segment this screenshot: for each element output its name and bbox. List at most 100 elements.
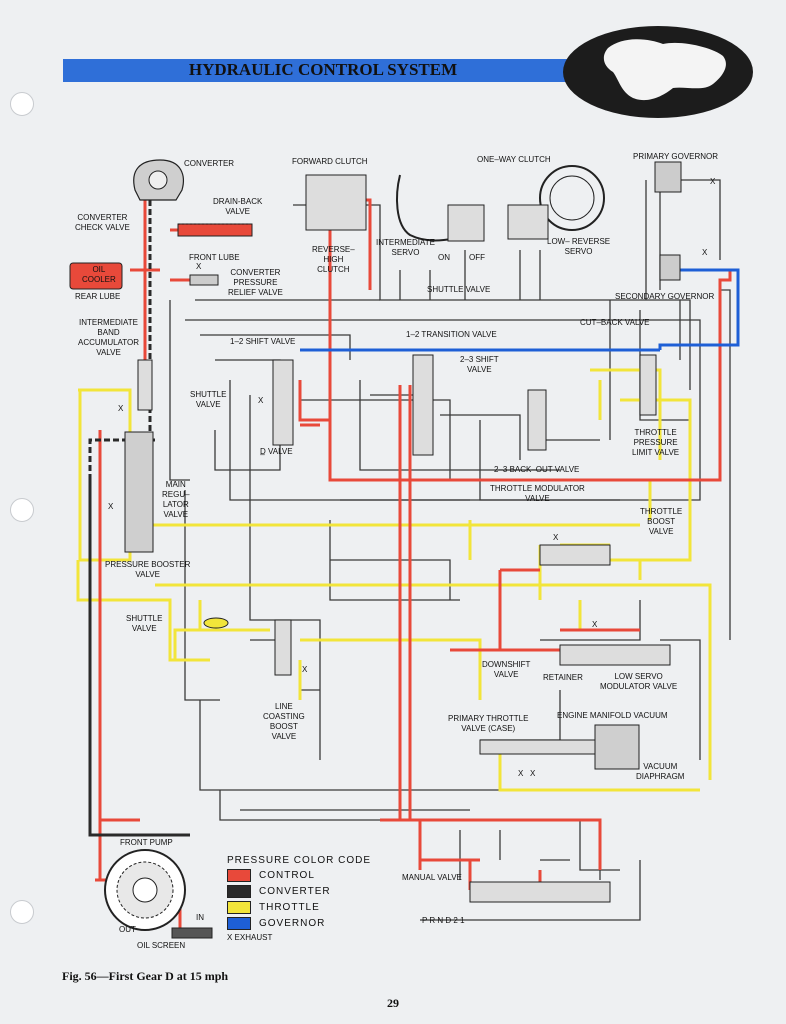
transmission-silhouette-icon [603, 39, 726, 101]
binder-hole-bottom [10, 900, 34, 924]
exhaust-marker: X [108, 502, 114, 511]
label-accumulator-valve: INTERMEDIATE BAND ACCUMULATOR VALVE [78, 318, 140, 357]
binder-hole-top [10, 92, 34, 116]
label-pump-in: IN [196, 913, 204, 922]
header-bar: HYDRAULIC CONTROL SYSTEM [63, 59, 583, 82]
label-primary-throttle-valve: PRIMARY THROTTLE VALVE (CASE) [448, 714, 529, 733]
label-throttle-pressure-limit: THROTTLE PRESSURE LIMIT VALVE [632, 428, 680, 457]
exhaust-marker: X [592, 620, 598, 629]
label-forward-clutch: FORWARD CLUTCH [292, 157, 368, 166]
exhaust-marker: X [530, 769, 536, 778]
label-line-coasting-boost: LINE COASTING BOOST VALVE [263, 702, 305, 741]
forward-clutch-pack [305, 174, 367, 231]
page-number: 29 [387, 996, 399, 1010]
shuttle-valve-low-body [203, 617, 229, 629]
transmission-emblem [563, 26, 753, 118]
label-primary-governor: PRIMARY GOVERNOR [633, 152, 719, 161]
converter-component [133, 159, 184, 201]
legend-item-control: CONTROL [227, 869, 371, 882]
label-shuttle-valve-left: SHUTTLE VALVE [190, 390, 227, 409]
legend-label: CONTROL [259, 870, 315, 881]
exhaust-marker: X [518, 769, 524, 778]
exhaust-marker: X [702, 248, 708, 257]
exhaust-marker: X [302, 665, 308, 674]
pressure-relief-valve-body [189, 274, 219, 286]
label-cut-back-valve: CUT–BACK VALVE [580, 318, 650, 327]
primary-throttle-valve-body [479, 739, 601, 755]
low-reverse-servo-body [507, 204, 549, 240]
figure-caption: Fig. 56—First Gear D at 15 mph [62, 969, 229, 983]
legend-item-governor: GOVERNOR [227, 917, 371, 930]
label-secondary-governor: SECONDARY GOVERNOR [615, 292, 715, 301]
exhaust-marker: X [710, 177, 716, 186]
label-pressure-relief: CONVERTER PRESSURE RELIEF VALVE [228, 268, 283, 297]
one-way-clutch-ring [539, 165, 605, 231]
drain-back-valve-spool [177, 223, 253, 237]
label-on: ON [438, 253, 450, 262]
label-shift-23: 2–3 SHIFT VALVE [460, 355, 499, 374]
shift-12-valve-body [272, 359, 294, 446]
label-intermediate-servo: INTERMEDIATE SERVO [376, 238, 435, 257]
label-oil-screen: OIL SCREEN [137, 941, 186, 950]
label-manual-valve: MANUAL VALVE [402, 873, 462, 882]
label-shift-12: 1–2 SHIFT VALVE [230, 337, 296, 346]
main-regulator-body [124, 431, 154, 553]
label-throttle-boost: THROTTLE BOOST VALVE [640, 507, 683, 536]
intermediate-servo-body [447, 204, 485, 242]
page-title: HYDRAULIC CONTROL SYSTEM [188, 60, 458, 79]
accumulator-valve-body [137, 359, 153, 411]
oil-screen-body [171, 927, 213, 939]
front-pump-component [104, 849, 186, 931]
legend-item-throttle: THROTTLE [227, 901, 371, 914]
legend-label: THROTTLE [259, 902, 320, 913]
exhaust-marker: X [258, 396, 264, 405]
label-vacuum-diaphragm: VACUUM DIAPHRAGM [636, 762, 685, 781]
exhaust-marker: X [553, 533, 559, 542]
label-front-lube: FRONT LUBE [189, 253, 240, 262]
label-shuttle-valve-top: SHUTTLE VALVE [427, 285, 491, 294]
label-selector: P R N D 2 1 [422, 916, 465, 925]
secondary-governor-body [659, 254, 681, 281]
pressure-color-legend: PRESSURE COLOR CODE CONTROL CONVERTER TH… [227, 855, 371, 942]
label-shuttle-valve-low: SHUTTLE VALVE [126, 614, 163, 633]
line-coasting-boost-body [274, 619, 292, 676]
exhaust-marker: X [196, 262, 202, 271]
cut-back-valve-body [639, 354, 657, 416]
one-way-clutch-inner [549, 175, 595, 221]
label-low-reverse-servo: LOW– REVERSE SERVO [547, 237, 611, 256]
exhaust-marker: X [118, 404, 124, 413]
label-one-way-clutch: ONE–WAY CLUTCH [477, 155, 551, 164]
label-throttle-modulator: THROTTLE MODULATOR VALVE [490, 484, 585, 503]
label-d2-valve: D̲ VALVE [260, 447, 293, 456]
legend-swatch [227, 901, 251, 914]
label-drain-back-valve: DRAIN-BACK VALVE [213, 197, 263, 216]
transition-valve-body [527, 389, 547, 451]
legend-swatch [227, 885, 251, 898]
vacuum-diaphragm-body [594, 724, 640, 770]
label-front-pump: FRONT PUMP [120, 838, 173, 847]
shift-23-valve-body [412, 354, 434, 456]
label-engine-manifold-vacuum: ENGINE MANIFOLD VACUUM [557, 711, 668, 720]
throttle-boost-valve-body [539, 544, 611, 566]
label-converter: CONVERTER [184, 159, 235, 168]
binder-hole-middle [10, 498, 34, 522]
label-retainer: RETAINER [543, 673, 583, 682]
legend-swatch [227, 869, 251, 882]
legend-label: GOVERNOR [259, 918, 326, 929]
label-converter-check-valve: CONVERTER CHECK VALVE [75, 213, 130, 232]
downshift-valve-body [559, 644, 671, 666]
oil-cooler-box [69, 262, 123, 290]
label-pressure-booster: PRESSURE BOOSTER VALVE [105, 560, 191, 579]
label-oil-cooler: OIL COOLER [82, 265, 116, 284]
primary-governor-body [654, 161, 682, 193]
label-off: OFF [469, 253, 485, 262]
legend-title: PRESSURE COLOR CODE [227, 855, 372, 866]
label-transition-12: 1–2 TRANSITION VALVE [406, 330, 497, 339]
label-rear-lube: REAR LUBE [75, 292, 121, 301]
legend-swatch [227, 917, 251, 930]
legend-label: CONVERTER [259, 886, 331, 897]
label-low-servo-modulator: LOW SERVO MODULATOR VALVE [600, 672, 678, 691]
label-main-regulator: MAIN REGU– LATOR VALVE [162, 480, 190, 519]
label-reverse-high-clutch: REVERSE– HIGH CLUTCH [312, 245, 355, 274]
